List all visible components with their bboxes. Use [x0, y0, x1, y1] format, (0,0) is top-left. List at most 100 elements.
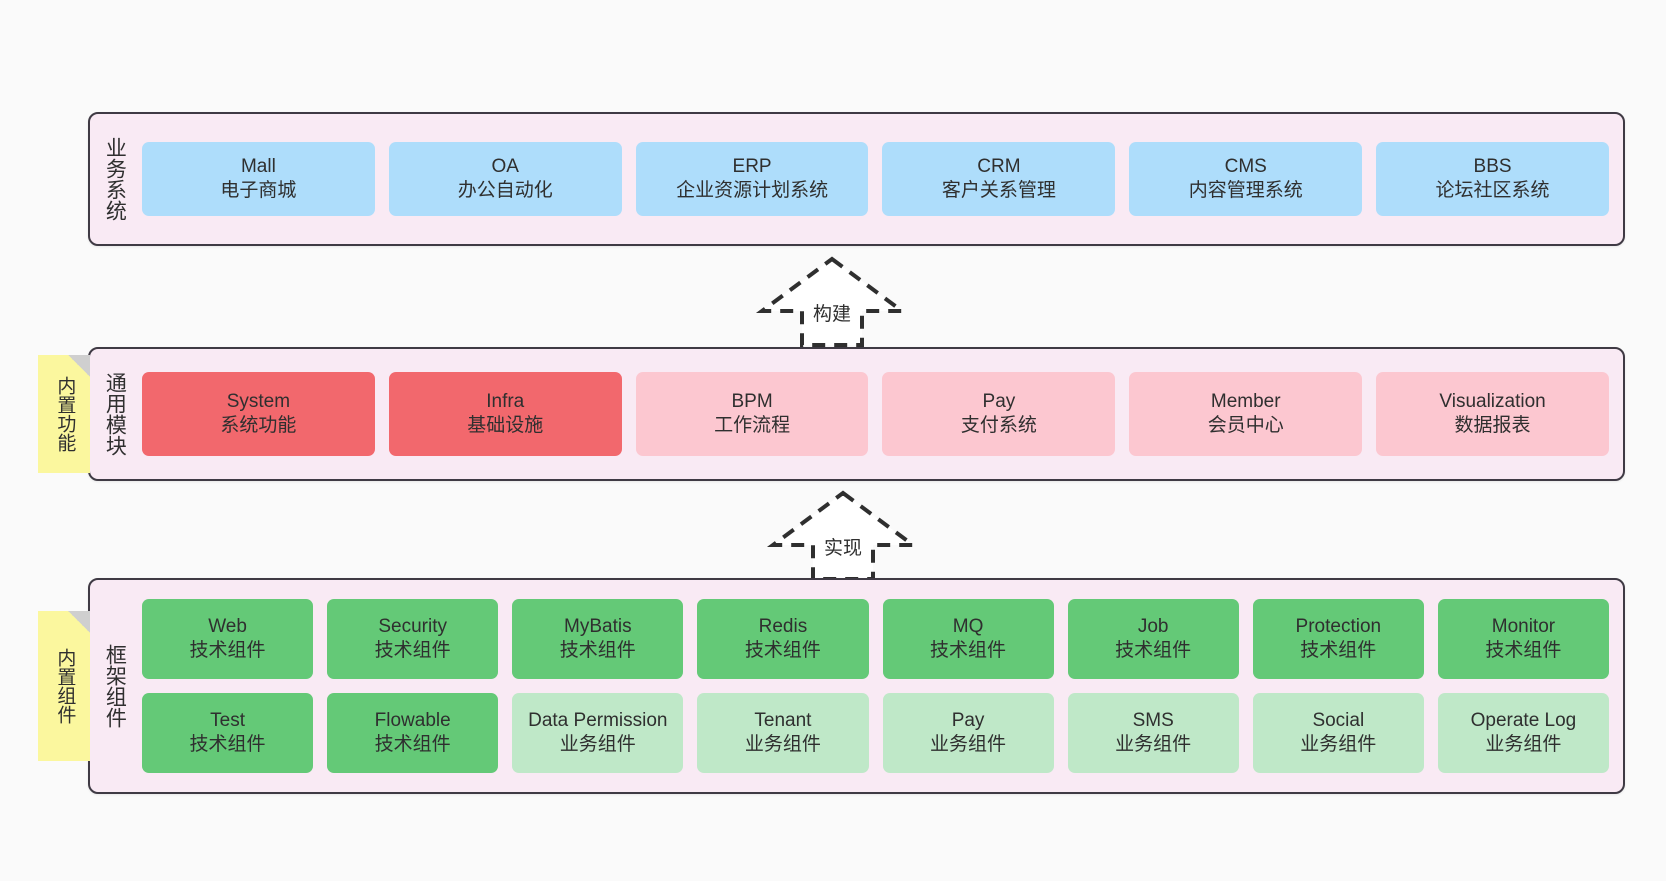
- card-title: CRM: [977, 156, 1021, 178]
- card-subtitle: 内容管理系统: [1188, 180, 1303, 201]
- business-card-bbs[interactable]: BBS 论坛社区系统: [1376, 142, 1609, 216]
- card-title: Member: [1210, 391, 1281, 413]
- frame-card-mq[interactable]: MQ 技术组件: [882, 599, 1054, 679]
- card-title: Web: [208, 616, 247, 638]
- card-title: Tenant: [754, 710, 812, 732]
- frame-card-social[interactable]: Social 业务组件: [1252, 693, 1424, 773]
- business-card-area: Mall 电子商城 OA 办公自动化 ERP 企业资源计划系统 CRM 客户关系…: [138, 114, 1623, 244]
- card-title: Mall: [240, 156, 276, 178]
- card-subtitle: 技术组件: [559, 640, 636, 661]
- frame-card-row-biz: Test 技术组件 Flowable 技术组件 Data Permission …: [142, 693, 1609, 773]
- card-subtitle: 技术组件: [189, 640, 266, 661]
- module-card-row: System 系统功能 Infra 基础设施 BPM 工作流程 Pay 支付系统…: [142, 372, 1609, 456]
- module-card-infra[interactable]: Infra 基础设施: [388, 372, 622, 456]
- business-card-row: Mall 电子商城 OA 办公自动化 ERP 企业资源计划系统 CRM 客户关系…: [142, 142, 1609, 216]
- frame-card-tenant[interactable]: Tenant 业务组件: [697, 693, 869, 773]
- card-title: BBS: [1473, 156, 1512, 178]
- card-title: Job: [1137, 616, 1169, 638]
- layer-title-module: 通用模块: [103, 372, 127, 456]
- card-subtitle: 业务组件: [744, 734, 821, 755]
- card-subtitle: 论坛社区系统: [1435, 180, 1550, 201]
- card-subtitle: 系统功能: [220, 415, 297, 436]
- card-subtitle: 业务组件: [559, 734, 636, 755]
- card-title: CMS: [1224, 156, 1267, 178]
- arrow-implement: 实现: [766, 490, 920, 582]
- frame-card-data-permission[interactable]: Data Permission 业务组件: [512, 693, 684, 773]
- business-card-crm[interactable]: CRM 客户关系管理: [882, 142, 1116, 216]
- frame-card-area: Web 技术组件 Security 技术组件 MyBatis 技术组件 Redi…: [138, 580, 1623, 792]
- card-subtitle: 技术组件: [744, 640, 821, 661]
- module-card-member[interactable]: Member 会员中心: [1129, 372, 1363, 456]
- frame-card-job[interactable]: Job 技术组件: [1067, 599, 1239, 679]
- module-card-visualization[interactable]: Visualization 数据报表: [1376, 372, 1609, 456]
- frame-card-redis[interactable]: Redis 技术组件: [697, 599, 869, 679]
- card-subtitle: 技术组件: [1485, 640, 1562, 661]
- card-subtitle: 技术组件: [1115, 640, 1192, 661]
- card-title: System: [226, 391, 291, 413]
- card-subtitle: 会员中心: [1207, 415, 1284, 436]
- frame-card-flowable[interactable]: Flowable 技术组件: [327, 693, 499, 773]
- business-card-erp[interactable]: ERP 企业资源计划系统: [635, 142, 869, 216]
- frame-card-mybatis[interactable]: MyBatis 技术组件: [512, 599, 684, 679]
- card-subtitle: 电子商城: [220, 180, 297, 201]
- card-title: Monitor: [1491, 616, 1556, 638]
- module-card-bpm[interactable]: BPM 工作流程: [635, 372, 869, 456]
- frame-card-web[interactable]: Web 技术组件: [142, 599, 314, 679]
- card-title: OA: [491, 156, 519, 178]
- business-card-cms[interactable]: CMS 内容管理系统: [1129, 142, 1363, 216]
- card-subtitle: 支付系统: [960, 415, 1037, 436]
- layer-title-business: 业务系统: [103, 137, 127, 221]
- module-card-system[interactable]: System 系统功能: [142, 372, 375, 456]
- card-subtitle: 技术组件: [374, 734, 451, 755]
- card-title: Redis: [758, 616, 808, 638]
- card-subtitle: 企业资源计划系统: [676, 180, 829, 201]
- card-subtitle: 客户关系管理: [941, 180, 1056, 201]
- card-title: Operate Log: [1470, 710, 1577, 732]
- layer-business-systems: 业务系统 Mall 电子商城 OA 办公自动化 ERP 企业资源计划系统 CRM…: [88, 112, 1625, 246]
- module-card-pay[interactable]: Pay 支付系统: [882, 372, 1116, 456]
- card-subtitle: 技术组件: [930, 640, 1007, 661]
- tag-builtin-component: 内置组件: [38, 611, 90, 761]
- card-title: ERP: [732, 156, 772, 178]
- card-subtitle: 工作流程: [714, 415, 791, 436]
- card-title: Security: [378, 616, 447, 638]
- frame-card-operate-log[interactable]: Operate Log 业务组件: [1437, 693, 1609, 773]
- layer-title-frame: 框架组件: [103, 644, 127, 728]
- card-subtitle: 数据报表: [1454, 415, 1531, 436]
- card-subtitle: 业务组件: [1485, 734, 1562, 755]
- card-subtitle: 技术组件: [374, 640, 451, 661]
- module-card-area: System 系统功能 Infra 基础设施 BPM 工作流程 Pay 支付系统…: [138, 349, 1623, 479]
- frame-card-monitor[interactable]: Monitor 技术组件: [1437, 599, 1609, 679]
- card-subtitle: 业务组件: [1115, 734, 1192, 755]
- frame-card-test[interactable]: Test 技术组件: [142, 693, 314, 773]
- card-subtitle: 业务组件: [930, 734, 1007, 755]
- card-title: Pay: [982, 391, 1016, 413]
- card-title: MyBatis: [564, 616, 632, 638]
- card-subtitle: 基础设施: [467, 415, 544, 436]
- card-subtitle: 技术组件: [189, 734, 266, 755]
- arrow-build: 构建: [755, 256, 909, 348]
- tag-builtin-function: 内置功能: [38, 355, 90, 473]
- card-subtitle: 办公自动化: [457, 180, 553, 201]
- frame-card-protection[interactable]: Protection 技术组件: [1252, 599, 1424, 679]
- layer-framework-components: 框架组件 Web 技术组件 Security 技术组件 MyBatis 技术组件…: [88, 578, 1625, 794]
- card-title: MQ: [952, 616, 984, 638]
- layer-common-modules: 通用模块 System 系统功能 Infra 基础设施 BPM 工作流程 Pay…: [88, 347, 1625, 481]
- business-card-oa[interactable]: OA 办公自动化: [388, 142, 622, 216]
- card-title: Social: [1312, 710, 1365, 732]
- card-title: Infra: [486, 391, 525, 413]
- frame-card-sms[interactable]: SMS 业务组件: [1067, 693, 1239, 773]
- business-card-mall[interactable]: Mall 电子商城: [142, 142, 375, 216]
- card-title: Pay: [951, 710, 985, 732]
- card-subtitle: 业务组件: [1300, 734, 1377, 755]
- frame-card-row-tech: Web 技术组件 Security 技术组件 MyBatis 技术组件 Redi…: [142, 599, 1609, 679]
- card-subtitle: 技术组件: [1300, 640, 1377, 661]
- card-title: Protection: [1295, 616, 1382, 638]
- frame-card-security[interactable]: Security 技术组件: [327, 599, 499, 679]
- card-title: Visualization: [1439, 391, 1546, 413]
- frame-card-pay[interactable]: Pay 业务组件: [882, 693, 1054, 773]
- card-title: Test: [210, 710, 245, 732]
- card-title: BPM: [731, 391, 773, 413]
- card-title: Data Permission: [528, 710, 668, 732]
